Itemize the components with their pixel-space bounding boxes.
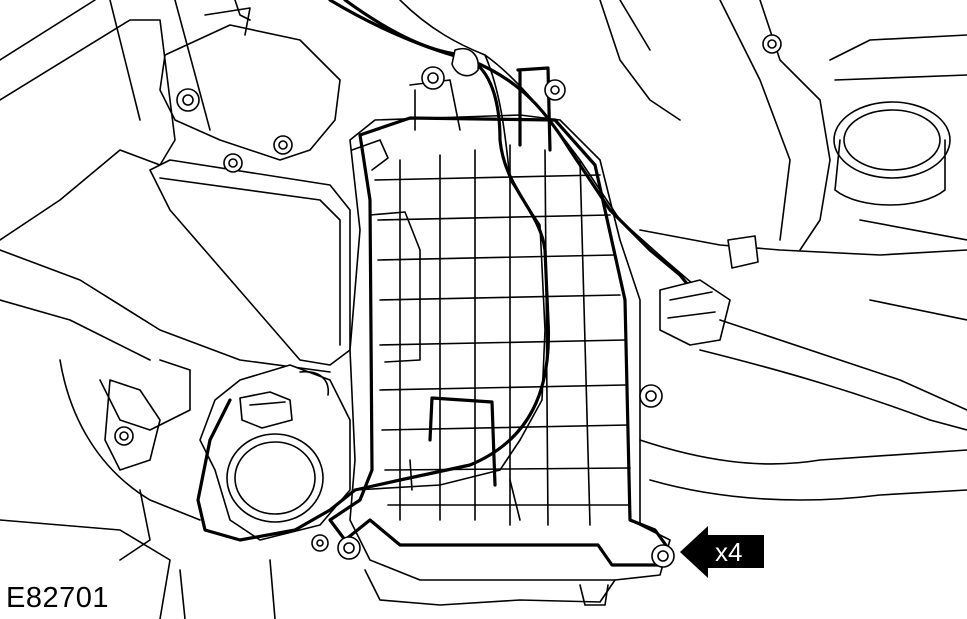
harness-connector-right (659, 279, 731, 346)
right-side-pipes (639, 229, 967, 501)
housing-bolts (311, 66, 675, 568)
quantity-callout: x4 (680, 526, 764, 578)
body-structure-left (0, 0, 331, 619)
bolt-housing-top (421, 66, 445, 90)
bolt-housing-bottom-left (337, 536, 361, 560)
bolt-housing-right (639, 384, 663, 408)
hose-cap (727, 235, 759, 269)
harness-clip (451, 48, 480, 77)
bolt-left-lower (114, 426, 134, 446)
bolt-housing-top-right (544, 79, 566, 101)
bolt-housing-bottom-left-small (311, 534, 329, 552)
bolt-upper-right (762, 34, 782, 54)
bolt-duct-top (223, 153, 243, 173)
blower-motor (199, 364, 351, 541)
actuator-plate (159, 0, 341, 161)
motor-connector (239, 391, 293, 429)
bolt-actuator-right (273, 135, 293, 155)
callout-quantity-text: x4 (715, 537, 742, 567)
callout-arrow-icon (680, 526, 764, 578)
air-duct-housing (149, 153, 351, 366)
figure-id-label: E82701 (6, 582, 109, 614)
lower-structure (179, 559, 616, 619)
left-lower-bracket (104, 379, 161, 471)
bolt-actuator-left (176, 88, 200, 112)
wiring-harness (196, 0, 702, 542)
heater-housing (328, 66, 671, 581)
upper-right-structure (599, 0, 967, 321)
bolt-housing-bottom-right (651, 544, 675, 568)
